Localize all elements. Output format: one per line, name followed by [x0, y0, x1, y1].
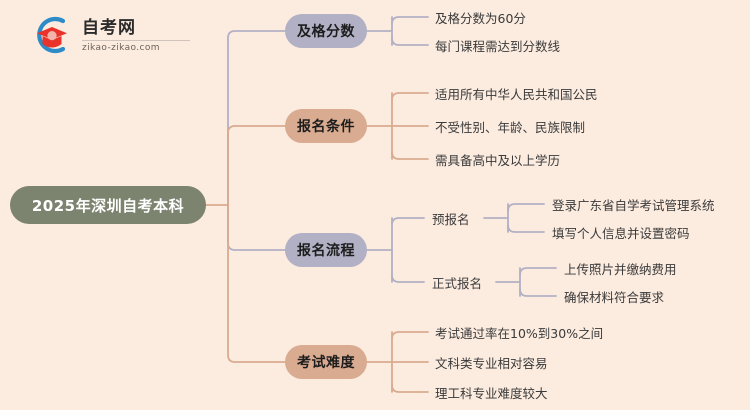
leaf-label: 不受性别、年龄、民族限制: [435, 119, 586, 135]
leaf-node-difficulty-1[interactable]: 考试通过率在10%到30%之间: [435, 321, 685, 343]
leaf-node-pre-registration-2[interactable]: 填写个人信息并设置密码: [552, 221, 750, 243]
branch-node-passing-score[interactable]: 及格分数: [285, 14, 367, 48]
leaf-label: 确保材料符合要求: [564, 289, 665, 305]
branch-node-exam-difficulty[interactable]: 考试难度: [285, 345, 367, 379]
leaf-label: 需具备高中及以上学历: [435, 152, 561, 168]
leaf-label: 及格分数为60分: [435, 10, 526, 26]
sub-node-formal-registration[interactable]: 正式报名: [432, 271, 502, 293]
logo-url: zikao-zikao.com: [82, 43, 160, 54]
leaf-label: 填写个人信息并设置密码: [552, 225, 690, 241]
leaf-label: 文科类专业相对容易: [435, 355, 548, 371]
leaf-node-requirements-1[interactable]: 适用所有中华人民共和国公民: [435, 82, 685, 104]
leaf-node-passing-score-2[interactable]: 每门课程需达到分数线: [435, 34, 665, 56]
sub-node-pre-registration[interactable]: 预报名: [432, 207, 492, 229]
site-logo: 自考网 zikao-zikao.com: [30, 12, 210, 58]
leaf-node-pre-registration-1[interactable]: 登录广东省自学考试管理系统: [552, 193, 750, 215]
leaf-node-requirements-3[interactable]: 需具备高中及以上学历: [435, 148, 685, 170]
mindmap-root-node[interactable]: 2025年深圳自考本科: [10, 186, 206, 224]
leaf-label: 适用所有中华人民共和国公民: [435, 86, 598, 102]
leaf-node-passing-score-1[interactable]: 及格分数为60分: [435, 6, 665, 28]
leaf-node-difficulty-3[interactable]: 理工科专业难度较大: [435, 381, 685, 403]
leaf-node-formal-registration-1[interactable]: 上传照片并缴纳费用: [564, 257, 750, 279]
logo-divider: [82, 40, 190, 42]
sub-node-label: 预报名: [432, 211, 470, 227]
leaf-label: 理工科专业难度较大: [435, 385, 548, 401]
graduation-cap-icon: [30, 13, 74, 57]
sub-node-label: 正式报名: [432, 275, 483, 291]
leaf-node-formal-registration-2[interactable]: 确保材料符合要求: [564, 285, 750, 307]
branch-node-registration-requirements[interactable]: 报名条件: [285, 109, 367, 143]
leaf-label: 上传照片并缴纳费用: [564, 261, 677, 277]
branch-label: 报名流程: [297, 243, 355, 259]
leaf-label: 登录广东省自学考试管理系统: [552, 197, 715, 213]
leaf-node-difficulty-2[interactable]: 文科类专业相对容易: [435, 351, 685, 373]
branch-node-registration-process[interactable]: 报名流程: [285, 233, 367, 267]
logo-text-block: 自考网 zikao-zikao.com: [82, 17, 190, 54]
logo-title: 自考网: [82, 17, 136, 38]
leaf-label: 每门课程需达到分数线: [435, 38, 561, 54]
leaf-label: 考试通过率在10%到30%之间: [435, 325, 604, 341]
branch-label: 报名条件: [297, 119, 355, 135]
leaf-node-requirements-2[interactable]: 不受性别、年龄、民族限制: [435, 115, 685, 137]
root-node-label: 2025年深圳自考本科: [31, 196, 185, 215]
branch-label: 考试难度: [297, 355, 355, 371]
branch-label: 及格分数: [297, 24, 355, 40]
